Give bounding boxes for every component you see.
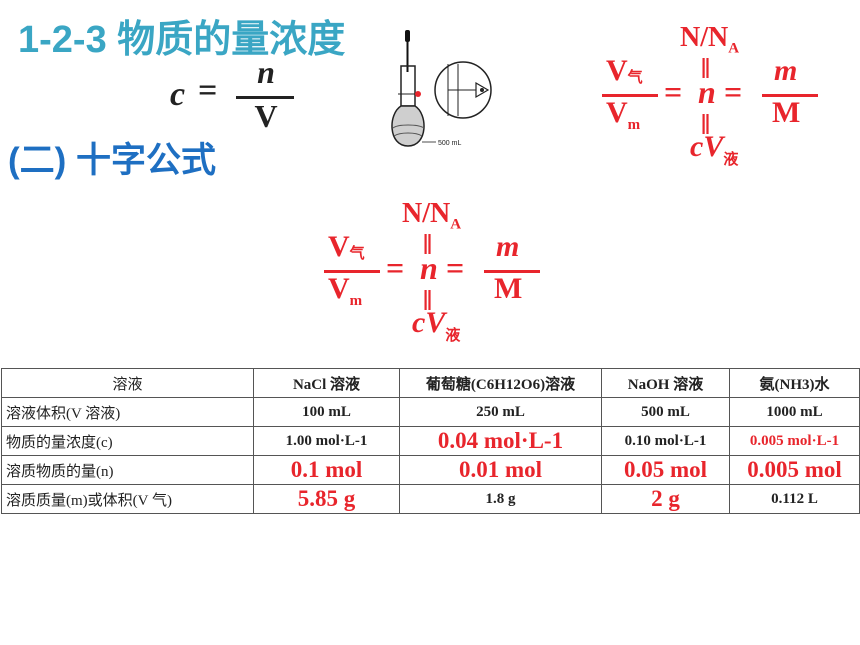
cross-right-equals: = xyxy=(446,250,465,286)
cross-bottom-subscript: 液 xyxy=(723,150,739,168)
table-header-cell: 溶液 xyxy=(1,368,254,398)
table-cell-answer: 0.01 mol xyxy=(399,455,602,485)
cross-left-top-subscript: 气 xyxy=(627,68,643,86)
cross-right-bottom-label: M xyxy=(772,96,801,129)
formula-c: c xyxy=(170,76,186,113)
cross-center-n: n xyxy=(698,74,716,110)
fraction-bar xyxy=(236,96,294,99)
flask-volume-label: 500 mL xyxy=(438,140,461,147)
cross-top-label: N/N xyxy=(402,198,451,229)
row-label: 溶质质量(m)或体积(V 气) xyxy=(1,484,254,514)
cross-left-top-label: V xyxy=(606,54,628,87)
cross-left-equals: = xyxy=(386,250,405,286)
cross-left-fraction-bar xyxy=(602,94,658,97)
cross-bottom-label: cV xyxy=(412,306,446,339)
cross-formula-large: N/NA ‖ V气 Vm = n = m M ‖ cV液 xyxy=(322,198,542,348)
cross-right-fraction-bar xyxy=(762,94,818,97)
table-cell: 1.00 mol·L-1 xyxy=(253,426,400,456)
table-cell-answer: 2 g xyxy=(601,484,730,514)
cross-left-equals: = xyxy=(664,74,683,110)
cross-left-fraction-bar xyxy=(324,270,380,273)
table-header-row: 溶液 NaCl 溶液 葡萄糖(C6H12O6)溶液 NaOH 溶液 氨(NH3)… xyxy=(1,368,860,398)
table-cell-answer: 0.005 mol·L-1 xyxy=(729,426,860,456)
table-header-cell: NaCl 溶液 xyxy=(253,368,400,398)
cross-top-subscript: A xyxy=(450,216,462,233)
table-cell: 0.112 L xyxy=(729,484,860,514)
table-row: 溶液体积(V 溶液) 100 mL 250 mL 500 mL 1000 mL xyxy=(1,397,860,427)
cross-formula-small: N/NA ‖ V气 Vm = n = m M ‖ cV液 xyxy=(600,22,820,172)
table-cell: 100 mL xyxy=(253,397,400,427)
cross-top-subscript: A xyxy=(728,40,740,57)
cross-left-bottom-label: V xyxy=(606,96,628,129)
row-label: 物质的量浓度(c) xyxy=(1,426,254,456)
table-header-cell: 葡萄糖(C6H12O6)溶液 xyxy=(399,368,602,398)
table-row: 溶质物质的量(n) 0.1 mol 0.01 mol 0.05 mol 0.00… xyxy=(1,455,860,485)
cross-left-top-subscript: 气 xyxy=(349,244,365,262)
cross-right-bottom-label: M xyxy=(494,272,523,305)
formula-equals: = xyxy=(198,72,218,109)
table-cell-answer: 0.1 mol xyxy=(253,455,400,485)
table-cell: 0.10 mol·L-1 xyxy=(601,426,730,456)
table-row: 溶质质量(m)或体积(V 气) 5.85 g 1.8 g 2 g 0.112 L xyxy=(1,484,860,514)
solution-data-table: 溶液 NaCl 溶液 葡萄糖(C6H12O6)溶液 NaOH 溶液 氨(NH3)… xyxy=(1,368,860,514)
cross-left-bottom-subscript: m xyxy=(349,293,363,309)
table-row: 物质的量浓度(c) 1.00 mol·L-1 0.04 mol·L-1 0.10… xyxy=(1,426,860,456)
section-subtitle: (二) 十字公式 xyxy=(8,141,217,180)
table-cell: 250 mL xyxy=(399,397,602,427)
cross-top-label: N/N xyxy=(680,22,729,53)
table-cell-answer: 0.005 mol xyxy=(729,455,860,485)
formula-numerator: n xyxy=(257,54,275,90)
cross-left-bottom-subscript: m xyxy=(627,117,641,133)
cross-bottom-subscript: 液 xyxy=(445,326,461,344)
table-header-cell: NaOH 溶液 xyxy=(601,368,730,398)
cross-left-top-label: V xyxy=(328,230,350,263)
cross-right-equals: = xyxy=(724,74,743,110)
table-cell: 1.8 g xyxy=(399,484,602,514)
table-cell: 1000 mL xyxy=(729,397,860,427)
cross-right-fraction-bar xyxy=(484,270,540,273)
row-label: 溶质物质的量(n) xyxy=(1,455,254,485)
concentration-formula: c = n V xyxy=(170,54,300,138)
page-title: 1-2-3 物质的量浓度 xyxy=(18,19,346,61)
cross-right-top-label: m xyxy=(774,54,798,87)
row-label: 溶液体积(V 溶液) xyxy=(1,397,254,427)
table-cell-answer: 0.04 mol·L-1 xyxy=(399,426,602,456)
formula-denominator: V xyxy=(254,98,278,134)
cross-right-top-label: m xyxy=(496,230,520,263)
volumetric-flask-illustration: 500 mL xyxy=(391,30,492,147)
cross-left-bottom-label: V xyxy=(328,272,350,305)
table-header-cell: 氨(NH3)水 xyxy=(729,368,860,398)
table-cell: 500 mL xyxy=(601,397,730,427)
table-cell-answer: 5.85 g xyxy=(253,484,400,514)
table-cell-answer: 0.05 mol xyxy=(601,455,730,485)
cross-center-n: n xyxy=(420,250,438,286)
cross-bottom-label: cV xyxy=(690,130,724,163)
